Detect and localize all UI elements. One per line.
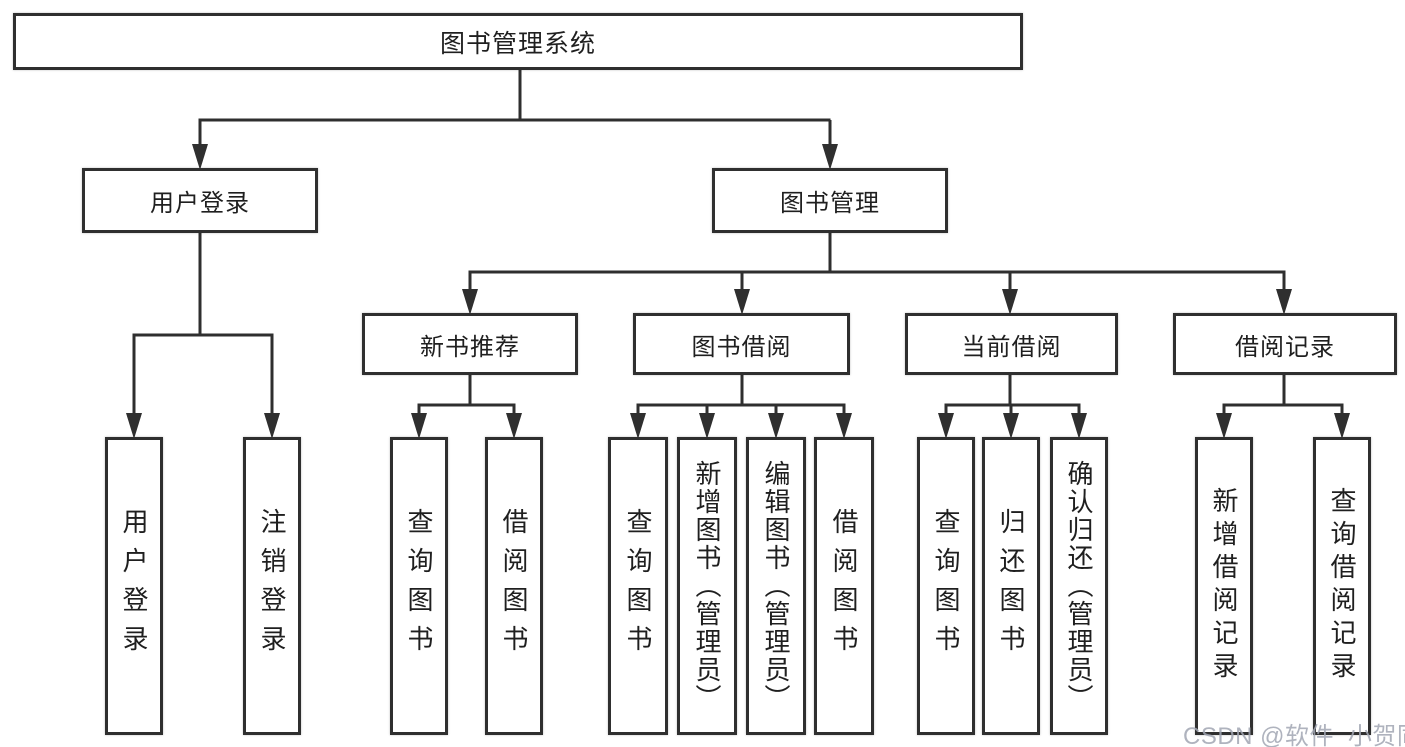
node-label: 新增图书（管理员） [692,460,722,712]
node-label: 当前借阅 [961,333,1062,361]
node-label: 借阅图书 [499,508,529,664]
leaf-borrow-books-recommendation: 借阅图书 [485,437,543,735]
connector-root-to-level2 [198,70,832,148]
node-book-management: 图书管理 [712,168,948,233]
node-label: 新增借阅记录 [1209,487,1239,685]
node-label: 借阅记录 [1235,333,1335,361]
node-label: 用户登录 [119,508,149,664]
node-label: 注销登录 [257,508,287,664]
leaf-add-borrow-record: 新增借阅记录 [1195,437,1253,735]
node-label: 图书借阅 [691,333,792,361]
leaf-edit-books-admin: 编辑图书（管理员） [746,437,806,735]
node-label: 新书推荐 [420,333,520,361]
connector-current-borrow-to-children [944,375,1081,416]
leaf-user-login: 用户登录 [105,437,163,735]
csdn-watermark: CSDN @软件_小贺同学 [1183,723,1405,747]
leaf-query-books-current: 查询图书 [917,437,975,735]
node-label: 用户登录 [150,190,250,217]
node-book-borrowing: 图书借阅 [633,313,850,375]
arrowheads [126,144,1350,439]
node-label: 确认归还（管理员） [1064,460,1094,712]
connector-new-book-rec-to-children [417,375,516,416]
node-label: 图书管理系统 [439,29,596,58]
node-label: 借阅图书 [829,508,859,664]
leaf-borrow-books-borrowing: 借阅图书 [814,437,874,735]
leaf-query-borrow-record: 查询借阅记录 [1313,437,1371,735]
connector-book-management-to-level3 [468,233,1286,292]
leaf-return-books: 归还图书 [982,437,1040,735]
node-borrowing-records: 借阅记录 [1173,313,1397,375]
node-label: 归还图书 [996,508,1026,664]
node-user-login: 用户登录 [82,168,318,233]
leaf-confirm-return-admin: 确认归还（管理员） [1050,437,1108,735]
connector-user-login-to-children [132,233,274,416]
node-label: 查询图书 [623,508,653,664]
node-label: 查询图书 [404,508,434,664]
node-library-management-system: 图书管理系统 [13,13,1023,70]
leaf-query-books-recommendation: 查询图书 [390,437,448,735]
node-label: 查询借阅记录 [1327,487,1357,685]
node-current-borrowing: 当前借阅 [905,313,1118,375]
node-label: 查询图书 [931,508,961,664]
node-label: 图书管理 [780,190,880,217]
connector-book-borrow-to-children [636,375,846,416]
leaf-add-books-admin: 新增图书（管理员） [677,437,737,735]
leaf-query-books-borrowing: 查询图书 [608,437,668,735]
leaf-logout: 注销登录 [243,437,301,735]
connector-borrow-records-to-children [1222,375,1344,416]
node-new-book-recommendation: 新书推荐 [362,313,578,375]
node-label: 编辑图书（管理员） [761,460,791,712]
